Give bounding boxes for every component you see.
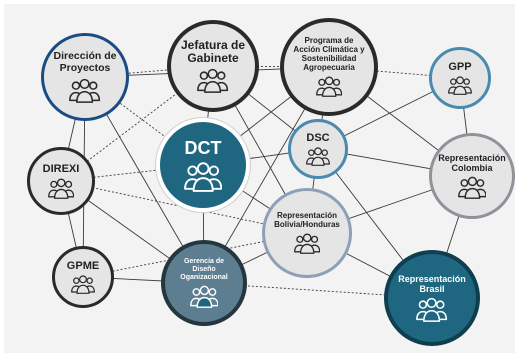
node-label: Representación Bolivia/Honduras (274, 211, 340, 229)
node-label: Gerencia de Diseño Oganizacional (180, 258, 228, 281)
node-programa-accion-climatica: Programa de Acción Climática y Sostenibi… (280, 18, 378, 116)
node-label: GPP (448, 60, 472, 73)
node-label: Representación Brasil (398, 273, 466, 294)
node-representacion-bolivia-honduras: Representación Bolivia/Honduras (262, 188, 352, 278)
people-group-icon (47, 178, 75, 200)
node-gpme: GPME (52, 246, 114, 308)
people-group-icon (71, 275, 95, 295)
node-jefatura-de-gabinete: Jefatura de Gabinete (167, 20, 259, 112)
people-group-icon (416, 297, 448, 322)
people-group-icon (183, 162, 223, 192)
people-group-icon (293, 233, 321, 254)
node-label: GPME (66, 259, 100, 272)
node-gerencia-de-diseno-organizacional: Gerencia de Diseño Oganizacional (161, 240, 247, 326)
node-label: DCT (184, 137, 222, 158)
node-label: DSC (306, 131, 330, 144)
node-label: Dirección de Proyectos (53, 50, 117, 74)
people-group-icon (306, 147, 330, 167)
node-label: Representación Colombia (438, 152, 506, 173)
network-diagram: Dirección de Proyectos Jefatura de Gabin… (4, 4, 515, 353)
people-group-icon (189, 285, 219, 308)
node-label: Programa de Acción Climática y Sostenibi… (293, 36, 365, 72)
people-group-icon (197, 69, 229, 94)
people-group-icon (315, 76, 343, 97)
node-label: Jefatura de Gabinete (180, 37, 246, 65)
node-dsc: DSC (288, 119, 348, 179)
people-group-icon (448, 76, 472, 96)
node-direccion-de-proyectos: Dirección de Proyectos (41, 33, 129, 121)
people-group-icon (457, 176, 487, 199)
node-gpp: GPP (429, 47, 491, 109)
node-dct: DCT (156, 118, 250, 212)
node-direxi: DIREXI (27, 147, 95, 215)
node-label: DIREXI (42, 162, 80, 175)
people-group-icon (69, 78, 101, 103)
node-representacion-brasil: Representación Brasil (384, 250, 480, 346)
node-representacion-colombia: Representación Colombia (429, 133, 515, 219)
